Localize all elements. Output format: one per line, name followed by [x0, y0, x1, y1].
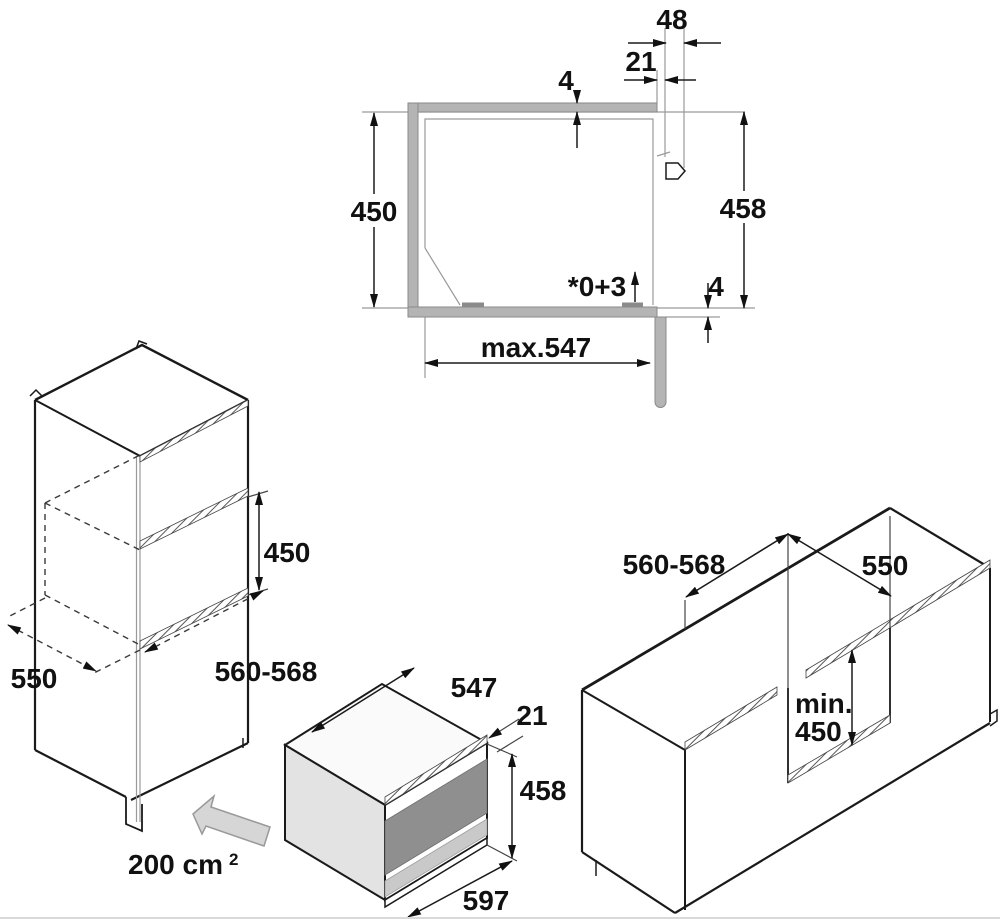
dim-label-base-depth: 550	[862, 550, 909, 581]
niche-shelf-panel	[407, 306, 658, 318]
dim-label-depth: 550	[11, 663, 58, 694]
dim-label-front-offset: 21	[625, 46, 656, 77]
dim-label-bottom-gap: 4	[708, 271, 724, 302]
dim-label-oven-depth: 547	[451, 672, 498, 703]
dim-label-frame-width: 48	[656, 4, 687, 35]
oven-drawing: 547 21 458 597	[283, 667, 567, 918]
top-panel-edge-hatch	[139, 399, 249, 463]
niche-floor-hatch-base	[787, 714, 891, 784]
oven-vent-hatch	[384, 734, 488, 806]
dim-label-oven-width: 597	[463, 885, 510, 916]
dim-label-niche-height: 450	[264, 537, 311, 568]
base-cabinet-drawing: 560-568 550 min. 450	[580, 506, 998, 914]
oven-rear-panel	[407, 102, 419, 318]
dim-label-rear-height: 450	[351, 196, 398, 227]
dim-label-foot-adjust: *0+3	[568, 271, 626, 302]
oven-door-glass	[384, 758, 488, 876]
dim-label-base-min: min.	[795, 688, 853, 719]
counter-top-face	[582, 508, 990, 750]
niche-floor-hatch	[139, 587, 249, 650]
counter-edge-hatch-left	[684, 686, 778, 751]
dim-label-oven-height: 458	[520, 775, 567, 806]
dim-label-niche-width: 560-568	[215, 656, 318, 687]
section-view-drawing: 48 21 4 450 458 *0+3 4 max.547	[351, 4, 767, 408]
oven-foot	[462, 302, 484, 308]
counter-edge-hatch-right	[805, 559, 991, 679]
airflow-arrow	[192, 793, 271, 847]
niche-ceiling-hatch	[139, 487, 249, 550]
oven-door-lower	[654, 316, 667, 408]
dim-label-oven-door-offset: 21	[516, 700, 547, 731]
dim-label-front-height: 458	[720, 193, 767, 224]
dim-label-base-niche-width: 560-568	[623, 549, 726, 580]
dim-label-base-min-value: 450	[795, 716, 842, 747]
oven-top-panel	[407, 102, 658, 113]
dim-label-max-depth: max.547	[481, 332, 592, 363]
dim-label-top-gap: 4	[558, 65, 574, 96]
oven-foot	[622, 302, 643, 308]
shelf-hook-detail	[665, 162, 686, 180]
